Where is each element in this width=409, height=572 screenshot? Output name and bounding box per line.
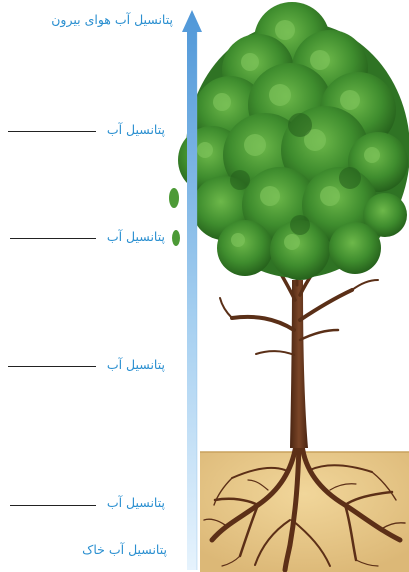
label-water-potential-4: پتانسیل آب [107, 497, 165, 510]
blank-line-1 [8, 131, 96, 132]
blank-line-3 [8, 366, 96, 367]
label-soil-water-potential: پتانسیل آب خاک [82, 544, 167, 557]
label-outside-air-water-potential: پتانسیل آب هوای بیرون [51, 14, 173, 27]
blank-line-2 [10, 238, 96, 239]
label-water-potential-2: پتانسیل آب [107, 231, 165, 244]
blank-line-4 [10, 505, 96, 506]
label-water-potential-1: پتانسیل آب [107, 124, 165, 137]
label-water-potential-3: پتانسیل آب [107, 359, 165, 372]
